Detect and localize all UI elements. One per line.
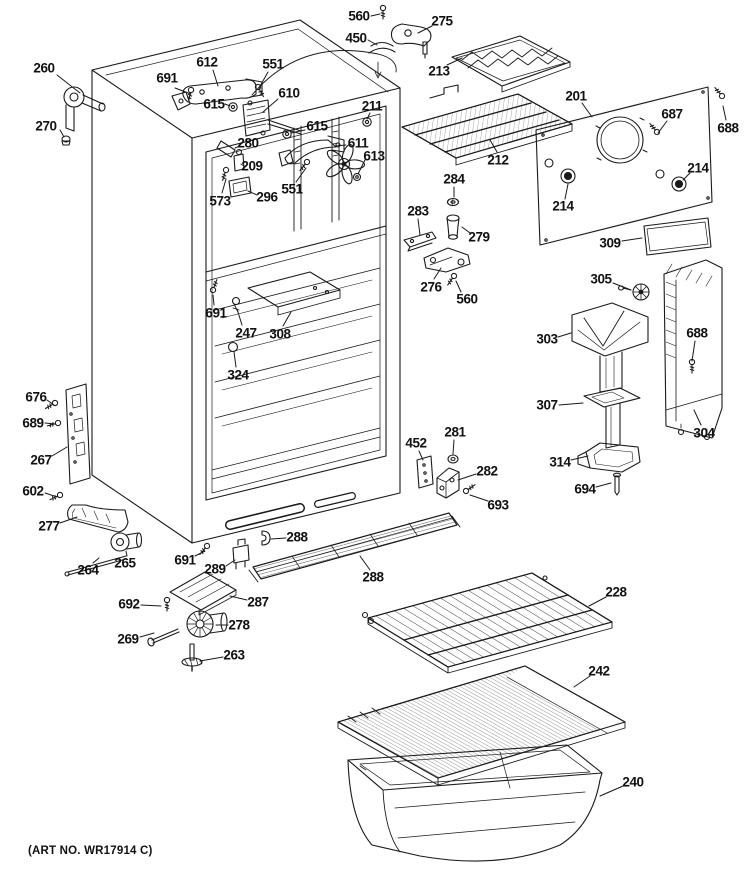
base-and-roller-parts (64, 512, 461, 672)
part-label-242: 242 (588, 663, 610, 679)
part-label-450: 450 (345, 30, 367, 46)
part-label-308: 308 (269, 326, 291, 342)
part-label-612: 612 (196, 54, 218, 70)
interior-shelf-parts (209, 271, 341, 353)
part-label-287: 287 (247, 594, 269, 610)
part-label-688: 688 (717, 120, 739, 136)
part-label-309: 309 (599, 235, 621, 251)
part-label-267: 267 (30, 452, 52, 468)
ice-cube-tray (451, 35, 571, 93)
part-label-288: 288 (362, 569, 384, 585)
part-label-213: 213 (428, 63, 450, 79)
part-label-212: 212 (487, 152, 509, 168)
part-label-602: 602 (22, 483, 44, 499)
part-label-283: 283 (407, 203, 429, 219)
part-label-615: 615 (306, 118, 328, 134)
part-label-275: 275 (431, 13, 453, 29)
part-label-304: 304 (693, 425, 715, 441)
part-label-303: 303 (536, 331, 558, 347)
part-label-687: 687 (661, 106, 683, 122)
part-label-280: 280 (237, 135, 259, 151)
air-duct-and-cover-parts (571, 259, 723, 496)
part-label-689: 689 (22, 415, 44, 431)
part-label-613: 613 (363, 148, 385, 164)
part-label-282: 282 (476, 463, 498, 479)
cabinet (91, 19, 401, 544)
part-label-263: 263 (223, 647, 245, 663)
part-label-288: 288 (286, 529, 308, 545)
part-label-691: 691 (156, 70, 178, 86)
crisper-pan (347, 744, 603, 862)
part-label-611: 611 (347, 135, 369, 151)
part-label-247: 247 (235, 325, 257, 341)
part-label-551: 551 (262, 56, 284, 72)
part-label-269: 269 (117, 631, 139, 647)
part-label-694: 694 (574, 481, 596, 497)
part-label-276: 276 (420, 279, 442, 295)
part-label-228: 228 (605, 584, 627, 600)
top-hinge-assembly (368, 4, 432, 79)
wire-shelf (361, 572, 613, 674)
art-number: (ART NO. WR17914 C) (28, 845, 153, 857)
part-label-615: 615 (203, 96, 225, 112)
part-label-296: 296 (256, 189, 278, 205)
part-label-279: 279 (468, 229, 490, 245)
part-label-214: 214 (687, 160, 709, 176)
part-label-314: 314 (549, 454, 571, 470)
part-label-452: 452 (405, 435, 427, 451)
part-label-209: 209 (241, 158, 263, 174)
part-label-289: 289 (204, 561, 226, 577)
part-label-560: 560 (456, 291, 478, 307)
part-label-211: 211 (361, 98, 383, 114)
glass-shelf (337, 665, 626, 786)
part-label-307: 307 (536, 397, 558, 413)
part-label-573: 573 (209, 193, 231, 209)
evaporator-shelf (401, 84, 573, 166)
part-label-277: 277 (38, 518, 60, 534)
part-label-691: 691 (205, 305, 227, 321)
part-label-551: 551 (281, 181, 303, 197)
part-label-284: 284 (443, 171, 465, 187)
center-hinge-parts (403, 197, 471, 288)
part-label-281: 281 (444, 424, 466, 440)
part-label-278: 278 (228, 617, 250, 633)
part-label-264: 264 (77, 562, 99, 578)
part-label-265: 265 (114, 555, 136, 571)
part-label-270: 270 (35, 118, 57, 134)
part-label-693: 693 (487, 497, 509, 513)
part-label-305: 305 (590, 271, 612, 287)
part-label-691: 691 (174, 552, 196, 568)
lower-hinge-parts (416, 454, 478, 499)
part-label-692: 692 (118, 596, 140, 612)
roller-and-stud-parts (61, 86, 106, 146)
part-label-240: 240 (622, 774, 644, 790)
part-label-676: 676 (25, 389, 47, 405)
freezer-fan-and-motor-parts (171, 78, 372, 198)
part-label-214: 214 (552, 198, 574, 214)
control-panel (535, 85, 727, 256)
leader-lines (44, 13, 727, 797)
part-label-260: 260 (33, 60, 55, 76)
part-label-688: 688 (686, 325, 708, 341)
left-side-rail-parts (43, 383, 129, 533)
part-label-560: 560 (348, 8, 370, 24)
part-label-610: 610 (278, 85, 300, 101)
part-label-324: 324 (227, 367, 249, 383)
part-label-201: 201 (565, 88, 587, 104)
